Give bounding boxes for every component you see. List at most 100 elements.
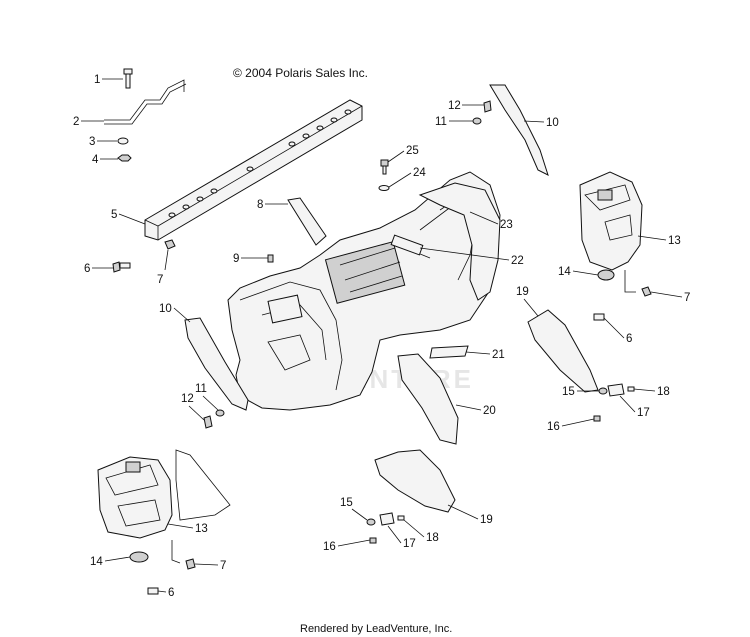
callout-12-top: 12 xyxy=(448,100,484,112)
callout-2: 2 xyxy=(73,116,104,128)
svg-text:2: 2 xyxy=(73,116,79,128)
callout-17-right: 17 xyxy=(619,395,650,419)
svg-text:17: 17 xyxy=(637,407,650,419)
callout-16-right: 16 xyxy=(547,418,595,433)
svg-text:19: 19 xyxy=(516,286,529,298)
svg-text:9: 9 xyxy=(233,253,239,265)
svg-text:7: 7 xyxy=(220,560,226,572)
svg-text:19: 19 xyxy=(480,514,493,526)
callout-7-left: 7 xyxy=(194,560,226,572)
callout-1: 1 xyxy=(94,74,123,86)
callout-15-lower: 15 xyxy=(340,497,368,521)
washer-part xyxy=(117,137,129,145)
callout-19-right: 19 xyxy=(516,286,539,317)
svg-text:1: 1 xyxy=(94,74,100,86)
decal-part xyxy=(390,234,424,256)
svg-text:10: 10 xyxy=(546,117,559,129)
svg-text:3: 3 xyxy=(89,136,95,148)
headlight-housing-right xyxy=(579,171,643,271)
trim-strip-left xyxy=(184,317,249,411)
svg-text:15: 15 xyxy=(340,497,353,509)
callout-18-lower: 18 xyxy=(403,519,439,544)
callout-14-right: 14 xyxy=(558,266,599,278)
svg-text:11: 11 xyxy=(195,383,207,395)
callout-3: 3 xyxy=(89,136,117,148)
callout-22: 22 xyxy=(419,247,524,267)
copyright-text: © 2004 Polaris Sales Inc. xyxy=(233,66,368,80)
callout-11-top: 11 xyxy=(435,116,473,128)
headlight-housing-left xyxy=(97,449,231,539)
callout-12-left: 12 xyxy=(181,393,205,421)
svg-text:16: 16 xyxy=(323,541,336,553)
svg-text:15: 15 xyxy=(562,386,575,398)
callout-21: 21 xyxy=(465,349,505,361)
svg-text:11: 11 xyxy=(435,116,447,128)
callout-7: 7 xyxy=(157,249,169,286)
trim-strip-part xyxy=(489,84,549,176)
callout-6: 6 xyxy=(84,263,113,275)
svg-text:20: 20 xyxy=(483,405,496,417)
callout-15-right: 15 xyxy=(562,386,599,398)
bolt-part xyxy=(123,68,133,89)
callout-17-lower: 17 xyxy=(387,525,416,550)
callout-10-left: 10 xyxy=(159,303,191,323)
svg-text:24: 24 xyxy=(413,167,426,179)
callout-5: 5 xyxy=(111,209,146,225)
rod-part xyxy=(104,79,185,121)
svg-text:13: 13 xyxy=(195,523,208,535)
decal-small-part xyxy=(429,345,469,359)
svg-text:12: 12 xyxy=(181,393,194,405)
svg-text:16: 16 xyxy=(547,421,560,433)
fender-flap-right xyxy=(527,309,599,393)
svg-text:5: 5 xyxy=(111,209,117,221)
nut-part xyxy=(117,154,132,162)
svg-text:12: 12 xyxy=(448,100,461,112)
callout-10-top: 10 xyxy=(523,117,559,129)
callout-24: 24 xyxy=(388,167,426,188)
callout-6-left: 6 xyxy=(157,587,174,599)
callout-7-right: 7 xyxy=(650,291,690,304)
svg-text:4: 4 xyxy=(92,154,99,166)
svg-text:6: 6 xyxy=(626,333,632,345)
front-body-part xyxy=(227,171,501,411)
svg-text:6: 6 xyxy=(84,263,90,275)
svg-text:23: 23 xyxy=(500,219,513,231)
svg-text:25: 25 xyxy=(406,145,419,157)
callout-18-right: 18 xyxy=(633,386,670,398)
svg-text:10: 10 xyxy=(159,303,172,315)
svg-text:18: 18 xyxy=(657,386,670,398)
callout-8: 8 xyxy=(257,199,288,211)
svg-text:14: 14 xyxy=(558,266,571,278)
callout-19-lower: 19 xyxy=(447,504,493,526)
svg-text:6: 6 xyxy=(168,587,174,599)
rack-bar-part xyxy=(144,99,363,241)
callout-6-right: 6 xyxy=(603,317,632,345)
svg-text:17: 17 xyxy=(403,538,416,550)
fender-flap-lower xyxy=(374,449,456,513)
callout-4: 4 xyxy=(92,154,118,166)
callout-11-left: 11 xyxy=(195,383,219,411)
svg-text:14: 14 xyxy=(90,556,103,568)
footer-text: Rendered by LeadVenture, Inc. xyxy=(300,623,452,635)
svg-text:18: 18 xyxy=(426,532,439,544)
panel-strip-part xyxy=(287,197,327,246)
callout-13-right: 13 xyxy=(637,235,681,247)
callout-13-left: 13 xyxy=(167,523,208,535)
mud-flap-part xyxy=(397,353,459,445)
svg-text:8: 8 xyxy=(257,199,263,211)
svg-text:7: 7 xyxy=(684,292,690,304)
svg-text:22: 22 xyxy=(511,255,524,267)
callout-14-left: 14 xyxy=(90,556,131,568)
callout-9: 9 xyxy=(233,253,268,265)
callout-group: 1 2 3 4 5 6 7 8 xyxy=(73,74,690,599)
callout-23: 23 xyxy=(469,211,513,231)
callout-16-lower: 16 xyxy=(323,539,371,553)
svg-text:7: 7 xyxy=(157,274,163,286)
fender-arc-part xyxy=(418,182,501,301)
part-illustrations xyxy=(97,68,652,595)
svg-text:13: 13 xyxy=(668,235,681,247)
svg-text:21: 21 xyxy=(492,349,505,361)
callout-20: 20 xyxy=(455,404,496,417)
callout-25: 25 xyxy=(387,145,419,163)
